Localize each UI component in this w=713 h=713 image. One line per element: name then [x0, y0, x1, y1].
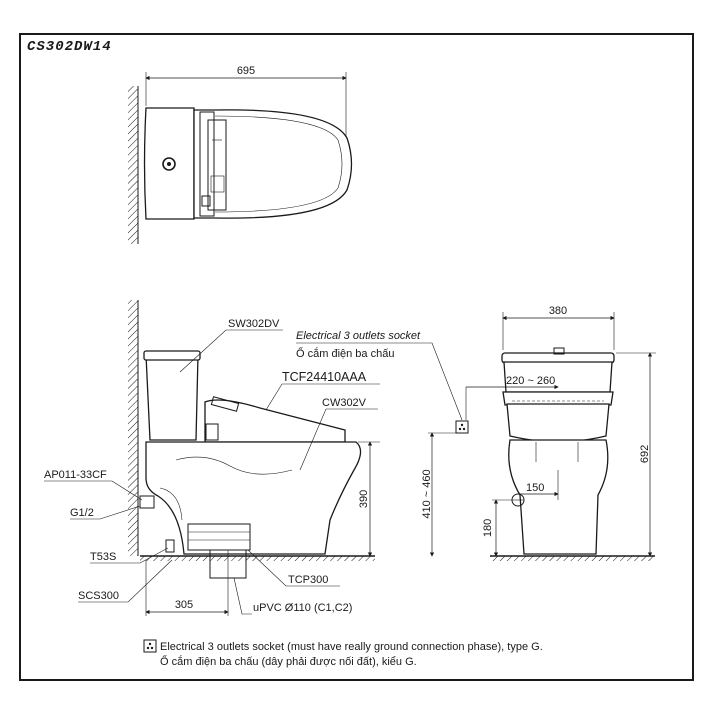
- label-thread: G1/2: [70, 507, 94, 519]
- dim-socket-height: 410 ~ 460: [421, 469, 433, 518]
- seat-side: [204, 399, 346, 443]
- dim-inlet-offset: 150: [526, 482, 544, 494]
- dim-top-width: 695: [237, 65, 255, 77]
- socket-symbol: [455, 420, 469, 434]
- dim-drain-distance: 305: [175, 599, 193, 611]
- side-view: 390 305 SW302DV TCF24410AAA CW302V AP011…: [44, 300, 463, 616]
- note-english: Electrical 3 outlets socket (must have r…: [160, 641, 543, 653]
- label-pipe-cap: TCP300: [288, 574, 328, 586]
- seat-top: [193, 109, 353, 219]
- top-view: 695: [128, 65, 353, 244]
- note-vietnamese: Ổ cắm điện ba chấu (dây phải được nối đấ…: [160, 655, 417, 668]
- valve-side: [139, 495, 155, 509]
- label-seat: TCF24410AAA: [282, 370, 367, 384]
- bowl-side: [145, 441, 362, 555]
- label-socket-vi: Ổ cắm điện ba chấu: [296, 347, 394, 360]
- seat-front: [506, 403, 610, 443]
- front-view: 380 220 ~ 260 692 150 180: [465, 305, 656, 561]
- flush-button-icon: [162, 157, 176, 171]
- seat-control-panel: [207, 119, 227, 211]
- label-valve: AP011-33CF: [44, 469, 107, 481]
- label-pipe: uPVC Ø110 (C1,C2): [253, 602, 352, 614]
- dim-inlet-height: 180: [482, 519, 494, 537]
- label-bolt: T53S: [90, 551, 116, 563]
- wall-hatch-side: [128, 300, 138, 556]
- dim-front-width: 380: [549, 305, 567, 317]
- dim-socket-offset: 220 ~ 260: [506, 375, 555, 387]
- model-title: CS302DW14: [27, 39, 112, 55]
- label-tank: SW302DV: [228, 318, 280, 330]
- bolt-side: [165, 539, 175, 553]
- wall-hatch-top: [128, 86, 138, 244]
- label-socket: Electrical 3 outlets socket: [296, 330, 421, 342]
- dim-total-height: 692: [639, 445, 651, 463]
- tank-side: [145, 354, 199, 441]
- footnote: Electrical 3 outlets socket (must have r…: [143, 639, 543, 668]
- drawing-frame: [19, 33, 694, 681]
- label-bowl: CW302V: [322, 397, 367, 409]
- socket-note-icon: [143, 639, 157, 653]
- label-flange: SCS300: [78, 590, 119, 602]
- dim-seat-height: 390: [358, 490, 370, 508]
